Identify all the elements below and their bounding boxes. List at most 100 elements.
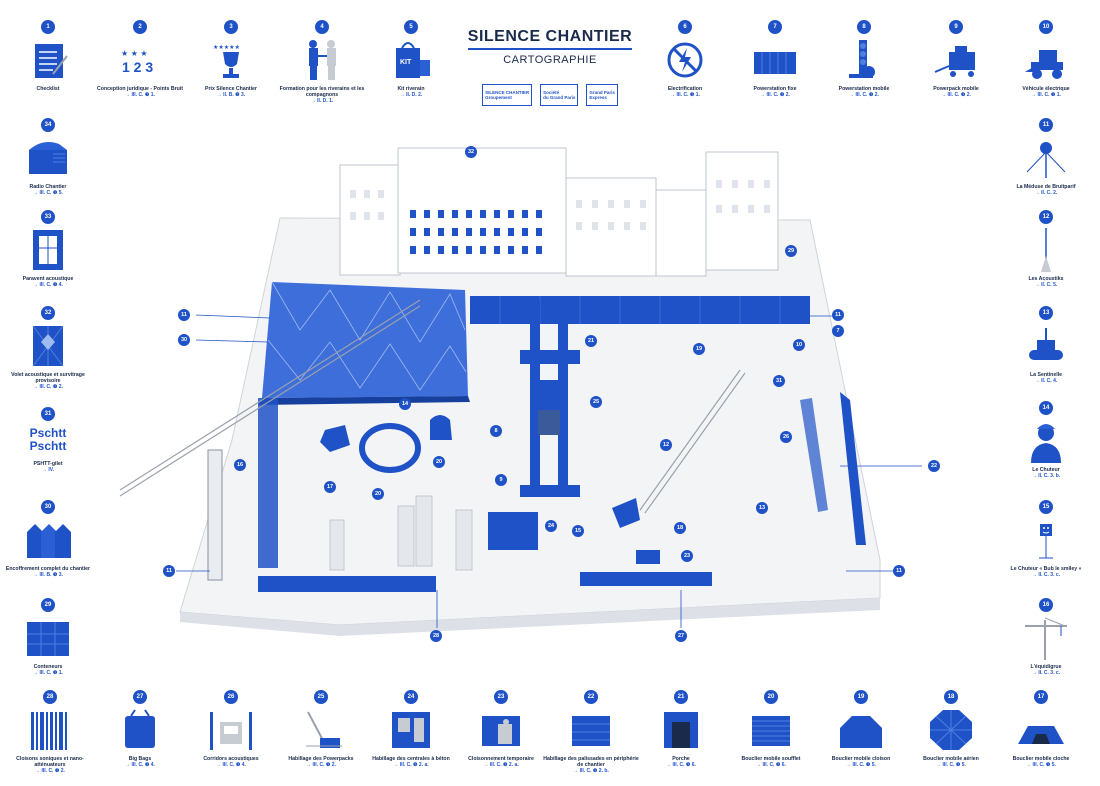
- map-callout-22[interactable]: 22: [928, 460, 940, 472]
- big-bags-icon: [125, 709, 155, 748]
- legend-item-19[interactable]: 19 Bouclier mobile cloison → III. C. ❸ 5…: [813, 690, 909, 768]
- radio-icon: [29, 142, 67, 174]
- legend-item-7[interactable]: 7 Powerstation fixe → III. C. ❸ 2.: [727, 20, 823, 98]
- noise-sensor-icon: [1026, 142, 1066, 178]
- legend-item-16[interactable]: 16 L'équidigrue → II. C. 3. c.: [998, 598, 1094, 676]
- map-callout-17[interactable]: 17: [324, 481, 336, 493]
- map-callout-23[interactable]: 23: [681, 550, 693, 562]
- title-block: SILENCE CHANTIER CARTOGRAPHIE SILENCE CH…: [462, 28, 638, 106]
- powerpack-cladding: [538, 380, 568, 410]
- map-callout-30[interactable]: 30: [178, 334, 190, 346]
- legend-item-18[interactable]: 18 Bouclier mobile aérien → III. C. ❸ 5.: [903, 690, 999, 768]
- acoustic-shutter-icon: [32, 325, 64, 367]
- legend-item-23[interactable]: 23 Cloisonnement temporaire → III. C. ❸ …: [453, 690, 549, 768]
- legend-item-10[interactable]: 10 Véhicule électrique → III. C. ❸ 1.: [998, 20, 1094, 98]
- powerpack-cladding-icon: [306, 711, 342, 748]
- legend-item-6[interactable]: 6 Electrification → III. C. ❸ 1.: [637, 20, 733, 98]
- legend-item-9[interactable]: 9 Powerpack mobile → III. C. ❸ 2.: [908, 20, 1004, 98]
- map-callout-15[interactable]: 15: [572, 525, 584, 537]
- legend-item-20[interactable]: 20 Bouclier mobile soufflet → III. C. ❸ …: [723, 690, 819, 768]
- sentinel-robot-icon: [1029, 328, 1063, 360]
- map-callout-7[interactable]: 7: [832, 325, 844, 337]
- map-callout-29[interactable]: 29: [785, 245, 797, 257]
- legend-item-32[interactable]: 32 Volet acoustique et survitrage provis…: [0, 306, 96, 390]
- legend-item-34[interactable]: 34 Radio Chantier → III. C. ❸ 5.: [0, 118, 96, 196]
- legend-item-1[interactable]: 1 Checklist: [0, 20, 96, 92]
- legend-item-27[interactable]: 27 Big Bags → III. C. ❸ 4.: [92, 690, 188, 768]
- legend-item-30[interactable]: 30 Encoffrement complet du chantier → II…: [0, 500, 96, 578]
- blown-shield-icon: [752, 716, 790, 746]
- screen-shield-icon: [840, 716, 882, 748]
- map-callout-20[interactable]: 20: [372, 488, 384, 500]
- bell-shield: [612, 498, 640, 528]
- legend-item-4[interactable]: 4 Formation pour les riverains et les co…: [274, 20, 370, 104]
- map-callout-31[interactable]: 31: [773, 375, 785, 387]
- legend-item-3[interactable]: 3 ★★★★★ Prix Silence Chantier → II. B. ❸…: [183, 20, 279, 98]
- legend-item-15[interactable]: 15 Le Chuteur « Bub le smiley » → II. C.…: [998, 500, 1094, 578]
- legend-item-22[interactable]: 22 Habillage des palissades en périphéri…: [543, 690, 639, 774]
- legend-item-26[interactable]: 26 Corridors acoustiques → III. C. ❸ 4.: [183, 690, 279, 768]
- map-callout-13[interactable]: 13: [756, 502, 768, 514]
- map-callout-11[interactable]: 11: [832, 309, 844, 321]
- map-callout-14[interactable]: 14: [399, 398, 411, 410]
- containers-row: [470, 296, 810, 324]
- mobile-power-icon: [849, 40, 875, 78]
- temporary-enclosure: [636, 550, 660, 564]
- leader-lines: [176, 314, 922, 628]
- svg-text:KIT: KIT: [400, 59, 412, 66]
- legend-item-14[interactable]: 14 Le Chuteur → II. C. 3. b.: [998, 401, 1094, 479]
- legend-item-28[interactable]: 28 Cloisons soniques et nano-atténuateur…: [2, 690, 98, 774]
- map-callout-24[interactable]: 24: [545, 520, 557, 532]
- legend-item-8[interactable]: 8 Powerstation mobile → III. C. ❸ 2.: [816, 20, 912, 98]
- map-callout-19[interactable]: 19: [693, 343, 705, 355]
- legend-item-33[interactable]: 33 Paravent acoustique → III. C. ❸ 4.: [0, 210, 96, 288]
- chuteur-icon: [1031, 424, 1061, 463]
- map-callout-25[interactable]: 25: [590, 396, 602, 408]
- legend-item-17[interactable]: 17 Bouclier mobile cloche → III. C. ❸ 5.: [993, 690, 1089, 768]
- map-callout-16[interactable]: 16: [234, 459, 246, 471]
- silos: [329, 495, 473, 571]
- map-callout-28[interactable]: 28: [430, 630, 442, 642]
- legend-item-5[interactable]: 5 KIT Kit riverain → II. D. 2.: [363, 20, 459, 98]
- map-callout-21[interactable]: 21: [585, 335, 597, 347]
- legend-item-25[interactable]: 25 Habillage des Powerpacks → III. C. ❸ …: [273, 690, 369, 768]
- svg-text:★ ★ ★: ★ ★ ★: [121, 49, 148, 58]
- map-callout-20[interactable]: 20: [433, 456, 445, 468]
- map-callout-11[interactable]: 11: [893, 565, 905, 577]
- map-callout-10[interactable]: 10: [793, 339, 805, 351]
- electric-vehicle-icon: [1025, 50, 1063, 79]
- map-callout-32[interactable]: 32: [465, 146, 477, 158]
- map-callout-27[interactable]: 27: [675, 630, 687, 642]
- screen-shield: [430, 415, 452, 440]
- bub-icon: [1039, 524, 1053, 559]
- tower-crane-icon: [1025, 617, 1067, 660]
- map-callout-18[interactable]: 18: [674, 522, 686, 534]
- temporary-enclosure-icon: [482, 716, 520, 746]
- map-callout-8[interactable]: 8: [490, 425, 502, 437]
- legend-item-29[interactable]: 29 Conteneurs → III. C. ❸ 1.: [0, 598, 96, 676]
- map-callout-9[interactable]: 9: [495, 474, 507, 486]
- legend-item-11[interactable]: 11 La Méduse de Bruitparif → II. C. 2.: [998, 118, 1094, 196]
- trophy-icon: ★★★★★: [213, 44, 240, 78]
- blown-shield: [359, 423, 421, 473]
- octagon-shield-icon: [930, 710, 972, 750]
- legend-item-12[interactable]: 12 Les Acoustiks → II. C. 5.: [998, 210, 1094, 288]
- legend-item-13[interactable]: 13 La Sentinelle → II. C. 4.: [998, 306, 1094, 384]
- plant-cladding-icon: [392, 712, 430, 748]
- legend-item-2[interactable]: 2 ★ ★ ★1 2 3 Conception juridique - Poin…: [92, 20, 188, 98]
- mobile-crane: [639, 369, 746, 514]
- map-callout-11[interactable]: 11: [178, 309, 190, 321]
- map-callout-11[interactable]: 11: [163, 565, 175, 577]
- acoustic-corridor: [800, 398, 828, 512]
- map-callout-12[interactable]: 12: [660, 439, 672, 451]
- sound-blocks-icon: [31, 712, 67, 750]
- map-callout-26[interactable]: 26: [780, 431, 792, 443]
- legend-item-21[interactable]: 21 Porche → III. C. ❸ 6.: [633, 690, 729, 768]
- legend-item-24[interactable]: 24 Habillage des centrales à béton → III…: [363, 690, 459, 768]
